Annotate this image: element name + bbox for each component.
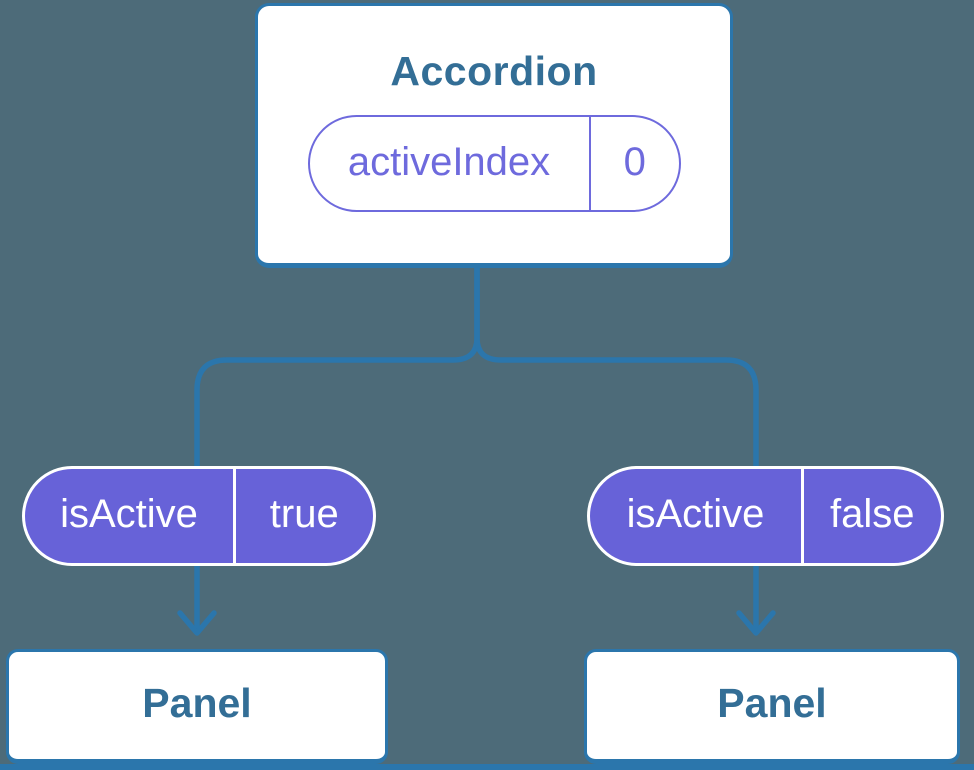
connector-left-branch xyxy=(194,265,480,635)
state-pill-activeindex: activeIndex 0 xyxy=(307,115,681,212)
arrowhead-down-right-icon xyxy=(736,610,776,636)
state-name-label: activeIndex xyxy=(347,139,551,184)
pill-divider xyxy=(588,117,591,210)
component-name-panel: Panel xyxy=(717,680,827,726)
accordion-component-card: Accordion activeIndex 0 xyxy=(255,3,733,268)
state-name-label: isActive xyxy=(60,492,198,536)
pill-divider xyxy=(801,469,804,563)
state-value-label: true xyxy=(269,492,339,536)
pill-divider xyxy=(233,469,236,563)
panel-component-card-right: Panel xyxy=(584,649,960,764)
state-pill-isactive-true: isActive true xyxy=(22,466,376,566)
panel-component-card-left: Panel xyxy=(6,649,388,764)
bottom-border-line xyxy=(0,764,974,770)
connector-right-branch xyxy=(474,265,759,635)
state-pill-isactive-false: isActive false xyxy=(587,466,944,566)
state-value-label: false xyxy=(830,492,915,536)
component-name-accordion: Accordion xyxy=(390,48,598,94)
arrowhead-down-left-icon xyxy=(177,610,217,636)
state-value-label: 0 xyxy=(623,139,646,184)
state-name-label: isActive xyxy=(626,492,765,536)
component-name-panel: Panel xyxy=(142,680,252,726)
